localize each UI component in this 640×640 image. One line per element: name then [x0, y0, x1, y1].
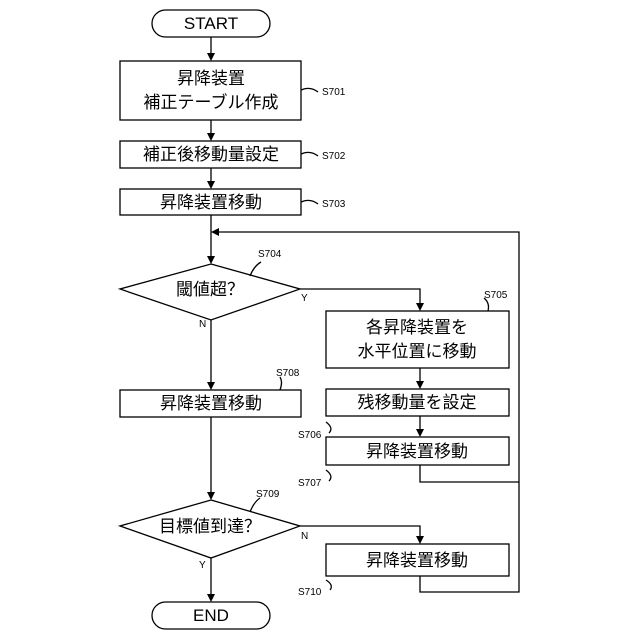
process-s701: 昇降装置 補正テーブル作成 [120, 61, 301, 120]
arrowhead-to-end [207, 594, 215, 602]
leader-s704 [250, 262, 261, 276]
step-label-s704: S704 [258, 249, 282, 260]
s708-text: 昇降装置移動 [160, 394, 262, 414]
s705-text-line2: 水平位置に移動 [358, 342, 477, 362]
arrowhead-to-s709 [207, 492, 215, 500]
start-terminal: START [152, 10, 270, 37]
step-label-s709: S709 [256, 489, 280, 500]
step-label-s707: S707 [298, 478, 322, 489]
arrowhead-to-s704 [207, 256, 215, 264]
arrowhead-loop-entry [211, 228, 219, 236]
process-s706: 残移動量を設定 [326, 389, 509, 416]
leader-s710 [326, 580, 331, 590]
arrowhead-to-s703 [207, 181, 215, 189]
s706-text: 残移動量を設定 [358, 393, 477, 413]
process-s707: 昇降装置移動 [326, 437, 509, 465]
s710-text: 昇降装置移動 [366, 551, 468, 571]
leader-s706 [326, 422, 331, 433]
process-s710: 昇降装置移動 [326, 544, 509, 576]
s707-text: 昇降装置移動 [366, 442, 468, 462]
end-terminal: END [152, 602, 270, 629]
step-label-s706: S706 [298, 430, 322, 441]
branch-label-s709-yes: Y [199, 560, 206, 571]
s704-text: 閾値超？ [176, 280, 244, 300]
s703-text: 昇降装置移動 [160, 193, 262, 213]
branch-label-s704-yes: Y [301, 293, 308, 304]
s701-text-line1: 昇降装置 [177, 69, 245, 89]
process-s708: 昇降装置移動 [120, 390, 301, 417]
process-s703: 昇降装置移動 [120, 189, 301, 215]
leader-s709 [250, 498, 260, 512]
s709-text: 目標値到達？ [159, 517, 261, 537]
connector-s707-loop [420, 465, 519, 482]
start-text: START [184, 14, 238, 33]
arrowhead-to-s707 [416, 429, 424, 437]
step-label-s705: S705 [484, 290, 508, 301]
arrowhead-to-s705 [416, 303, 424, 311]
process-s702: 補正後移動量設定 [120, 141, 301, 168]
arrowhead-to-s708 [207, 382, 215, 390]
s701-text-line2: 補正テーブル作成 [144, 92, 279, 113]
leader-s702 [301, 152, 318, 156]
step-label-s710: S710 [298, 587, 322, 598]
leader-s701 [301, 88, 318, 92]
decision-s709: 目標値到達？ [120, 500, 300, 558]
decision-s704: 閾値超？ [120, 264, 300, 320]
arrowhead-to-s706 [416, 381, 424, 389]
end-text: END [193, 606, 229, 625]
arrowhead-to-s710 [416, 536, 424, 544]
s702-text: 補正後移動量設定 [143, 145, 279, 165]
process-s705: 各昇降装置を 水平位置に移動 [326, 311, 509, 368]
connector-s709-no-s710 [300, 526, 420, 538]
s705-text-line1: 各昇降装置を [366, 318, 468, 338]
step-label-s701: S701 [322, 87, 346, 98]
step-label-s708: S708 [276, 368, 300, 379]
connector-s704-yes-s705 [300, 289, 420, 305]
step-label-s703: S703 [322, 199, 346, 210]
arrowhead-to-s702 [207, 133, 215, 141]
leader-s707 [326, 470, 331, 481]
branch-label-s709-no: N [301, 531, 308, 542]
leader-s703 [301, 200, 318, 204]
branch-label-s704-no: N [199, 319, 206, 330]
step-label-s702: S702 [322, 151, 346, 162]
arrowhead-to-s701 [207, 53, 215, 61]
